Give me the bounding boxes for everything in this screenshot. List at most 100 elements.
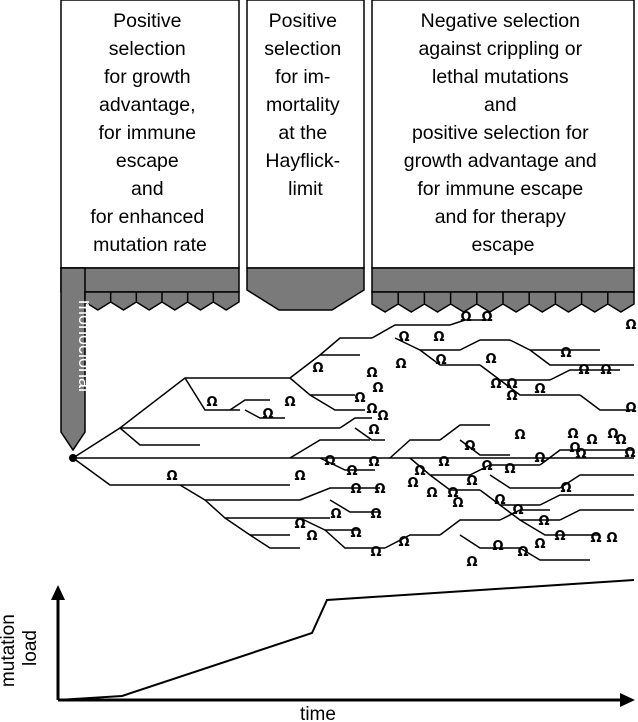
- omega-marker: Ω: [346, 464, 357, 479]
- omega-marker: Ω: [492, 539, 503, 554]
- lineage-branch: [309, 394, 365, 411]
- omega-marker: Ω: [625, 318, 636, 333]
- lineage-branch: [354, 427, 385, 441]
- omega-marker: Ω: [490, 377, 501, 392]
- omega-marker: Ω: [590, 531, 601, 546]
- omega-marker: Ω: [398, 330, 409, 345]
- omega-marker: Ω: [560, 481, 571, 496]
- lineage-branch: [204, 499, 330, 519]
- omega-marker: Ω: [370, 545, 381, 560]
- omega-marker: Ω: [447, 486, 458, 501]
- lineage-branch: [459, 339, 510, 351]
- omega-marker: Ω: [354, 391, 365, 406]
- omega-marker: Ω: [607, 427, 618, 442]
- omega-marker: Ω: [538, 514, 549, 529]
- omega-marker: Ω: [350, 482, 361, 497]
- lineage-branch: [449, 319, 490, 326]
- omega-marker: Ω: [494, 493, 505, 508]
- lineage-branch: [539, 494, 634, 506]
- omega-marker: Ω: [600, 363, 611, 378]
- box-negative-text: Negative selection against crippling or …: [404, 10, 602, 256]
- lineage-branch: [324, 529, 385, 549]
- selection-sieve-negative: [371, 267, 635, 313]
- omega-marker: Ω: [466, 474, 477, 489]
- lineage-branch: [499, 509, 550, 521]
- lineage-branch: [469, 464, 540, 476]
- omega-marker: Ω: [330, 507, 341, 522]
- lineage-branch: [289, 354, 360, 379]
- selection-sieve-immortality: [246, 267, 365, 311]
- omega-marker: Ω: [560, 346, 571, 361]
- box-growth-text: Positive selection for growth advantage,…: [90, 10, 209, 256]
- x-axis-label: time: [300, 704, 336, 722]
- lineage-branch: [529, 349, 634, 366]
- omega-marker: Ω: [567, 427, 578, 442]
- omega-marker: Ω: [606, 531, 617, 546]
- selection-box-growth: Positive selection for growth advantage,…: [60, 0, 240, 269]
- lineage-branch: [249, 534, 300, 549]
- omega-marker: Ω: [374, 482, 385, 497]
- omega-marker: Ω: [615, 433, 626, 448]
- omega-marker: Ω: [294, 469, 305, 484]
- lineage-branch: [371, 324, 450, 339]
- lineage-branch: [459, 534, 520, 549]
- y-axis-label: mutation load: [0, 609, 41, 687]
- omega-marker: Ω: [575, 447, 586, 462]
- omega-marker: Ω: [517, 545, 528, 560]
- omega-marker: Ω: [466, 555, 477, 570]
- omega-marker: Ω: [166, 469, 177, 484]
- omega-marker: Ω: [578, 363, 589, 378]
- lineage-branch: [489, 474, 560, 489]
- omega-marker: Ω: [433, 330, 444, 345]
- selection-box-negative: Negative selection against crippling or …: [371, 0, 635, 269]
- omega-marker: Ω: [481, 310, 492, 325]
- y-axis-arrow-icon: [51, 585, 65, 600]
- lineage-branch: [384, 534, 440, 549]
- lineage-branch: [439, 424, 490, 441]
- omega-marker: Ω: [294, 517, 305, 532]
- omega-marker: Ω: [485, 352, 496, 367]
- omega-marker: Ω: [464, 439, 475, 454]
- lineage-branch: [559, 509, 634, 521]
- omega-marker: Ω: [398, 535, 409, 550]
- omega-marker: Ω: [324, 454, 335, 469]
- lineage-branch: [289, 439, 370, 459]
- omega-marker: Ω: [366, 366, 377, 381]
- omega-marker: Ω: [368, 455, 379, 470]
- omega-marker: Ω: [414, 464, 425, 479]
- lineage-branch: [179, 484, 300, 501]
- lineage-branch: [299, 487, 380, 501]
- omega-marker: Ω: [624, 446, 635, 461]
- lineage-branch: [244, 409, 285, 419]
- box-immortality-text: Positive selection for im- mortality at …: [264, 10, 346, 200]
- omega-marker: Ω: [370, 507, 381, 522]
- lineage-branch: [439, 519, 500, 536]
- lineage-branch: [319, 337, 372, 356]
- omega-marker: Ω: [569, 441, 580, 456]
- x-axis-arrow-icon: [620, 693, 635, 707]
- omega-marker: Ω: [460, 310, 471, 325]
- omega-marker: Ω: [262, 407, 273, 422]
- omega-marker: Ω: [504, 462, 515, 477]
- omega-marker: Ω: [395, 357, 406, 372]
- lineage-branch: [539, 449, 634, 466]
- lineage-branch: [519, 547, 590, 561]
- omega-marker: Ω: [372, 381, 383, 396]
- mutation-load-curve: [57, 579, 635, 701]
- omega-marker: Ω: [438, 455, 449, 470]
- lineage-branch: [319, 457, 375, 471]
- lineage-branch: [499, 504, 560, 521]
- omega-marker: Ω: [534, 382, 545, 397]
- lineage-branch: [459, 439, 510, 456]
- omega-marker: Ω: [514, 428, 525, 443]
- omega-marker: Ω: [452, 496, 463, 511]
- lineage-branch: [72, 427, 340, 459]
- lineage-branch: [329, 499, 380, 513]
- lineage-tree: [72, 319, 634, 561]
- omega-marker: Ω: [554, 529, 565, 544]
- lineage-branch: [229, 399, 270, 411]
- mutation-load-graph: mutation load time: [0, 579, 635, 722]
- omega-marker: Ω: [435, 353, 446, 368]
- lineage-branch: [559, 474, 634, 489]
